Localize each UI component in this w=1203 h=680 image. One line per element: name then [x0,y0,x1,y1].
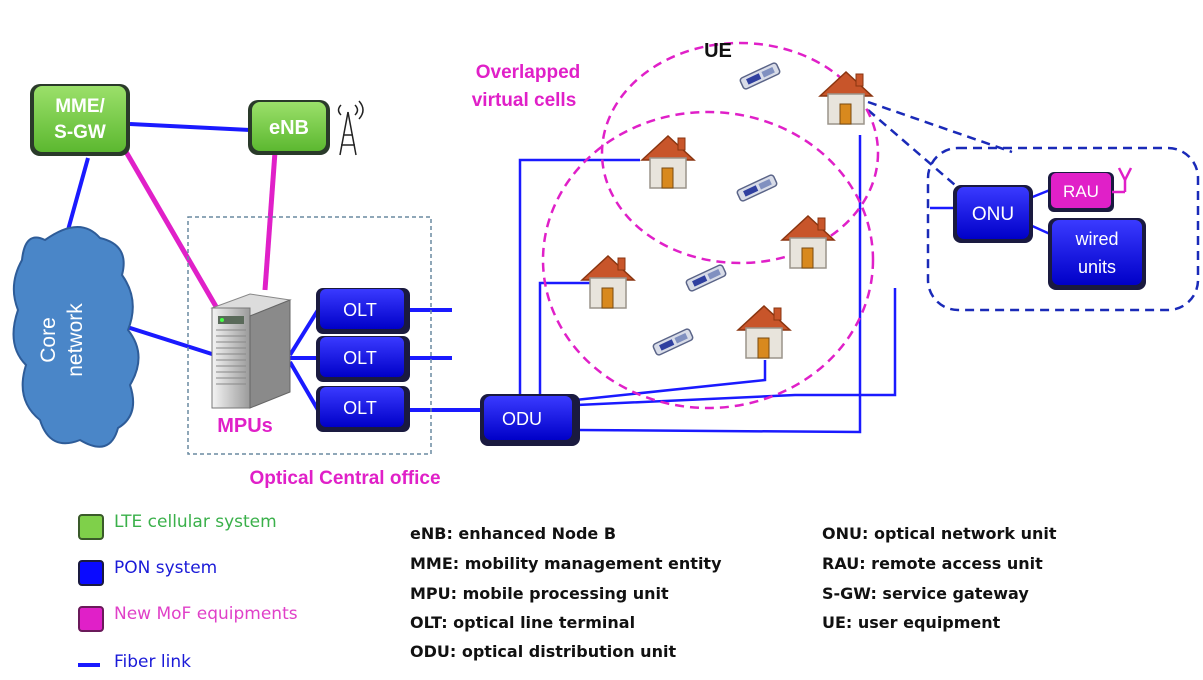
rau-antenna-icon [1112,167,1133,194]
core-network-label-line2: network [64,303,87,377]
abbr-rau: RAU: remote access unit [822,554,1043,573]
onu-label: ONU [972,204,1014,225]
rau-node[interactable]: RAU [1048,172,1114,212]
rau-label: RAU [1063,182,1099,201]
wired-units-node[interactable]: wired units [1048,218,1146,290]
ue-label: UE [704,40,732,62]
odu-node[interactable]: ODU [480,394,580,446]
mme-sgw-node[interactable]: MME/ S-GW [30,84,130,156]
onu-node[interactable]: ONU [953,185,1033,243]
olt-1-label: OLT [343,300,377,320]
olt-2-label: OLT [343,348,377,368]
abbr-enb: eNB: enhanced Node B [410,524,617,543]
olt-3-label: OLT [343,398,377,418]
wired-label-line1: wired [1074,229,1118,249]
legend-label-fiber: Fiber link [114,652,191,672]
olt-2[interactable]: OLT [316,336,410,382]
wired-label-line2: units [1078,257,1116,277]
phone-icon [684,263,728,293]
overlapped-label-line2: virtual cells [472,90,577,111]
abbr-mpu: MPU: mobile processing unit [410,584,669,603]
phone-icon [738,61,782,91]
phone-icon [735,173,779,203]
sgw-label: S-GW [54,122,106,143]
house-icon [819,71,873,125]
odu-label: ODU [502,409,542,429]
overlapped-label-line1: Overlapped [476,62,581,83]
central-office-box [187,216,432,455]
house-icon [641,135,695,189]
legend-label-mof: New MoF equipments [114,604,298,624]
abbr-odu: ODU: optical distribution unit [410,642,677,661]
legend-swatch-mof [78,606,104,632]
mpus-label: MPUs [217,415,273,437]
legend-swatch-lte [78,514,104,540]
house-icon [737,305,791,359]
core-network-label-line1: Core [37,317,60,363]
legend-label-lte: LTE cellular system [114,512,277,532]
antenna-icon [337,100,364,156]
legend-label-pon: PON system [114,558,218,578]
central-office-label: Optical Central office [249,468,440,489]
abbr-onu: ONU: optical network unit [822,524,1057,543]
abbr-olt: OLT: optical line terminal [410,613,636,632]
house-icon [781,215,835,269]
core-network-cloud: Core network [12,226,140,448]
olt-1[interactable]: OLT [316,288,410,334]
mof-links [122,148,278,312]
home-network-links [867,100,1013,186]
legend-swatch-pon [78,560,104,586]
legend-swatch-fiber [78,663,100,667]
virtual-cell-top [600,41,880,265]
mpu-server-icon[interactable] [210,293,292,409]
abbr-ue: UE: user equipment [822,613,1001,632]
house-icon [581,255,635,309]
enb-node[interactable]: eNB [248,100,330,155]
phone-icon [651,327,695,357]
olt-3[interactable]: OLT [316,386,410,432]
virtual-cell-bottom [541,110,875,410]
enb-label: eNB [269,117,309,139]
abbr-mme: MME: mobility management entity [410,554,722,573]
abbr-sgw: S-GW: service gateway [822,584,1029,603]
mme-label: MME/ [55,96,105,117]
home-network-box [926,146,1200,312]
